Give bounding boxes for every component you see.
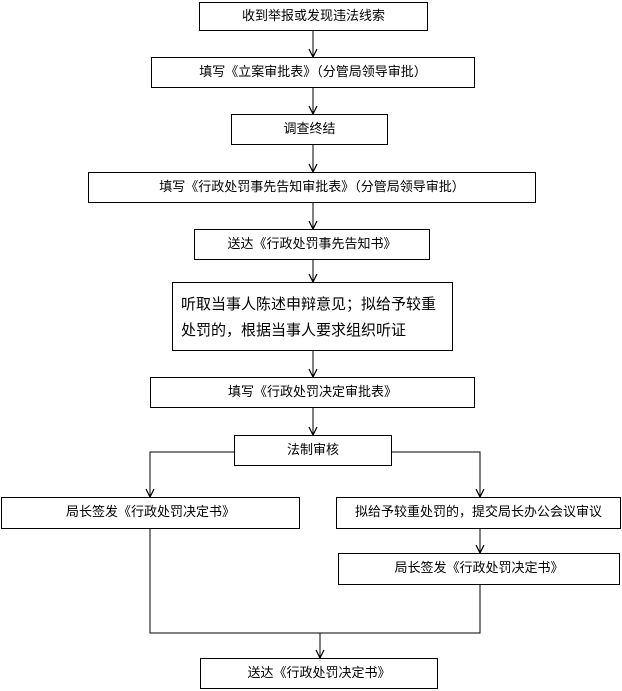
node-investigation-end: 调查终结 — [231, 114, 388, 145]
node-fill-case-approval: 填写《立案审批表》（分管局领导审批） — [151, 57, 475, 88]
node-director-sign-right: 局长签发《行政处罚决定书》 — [338, 553, 620, 585]
node-legal-review: 法制审核 — [234, 435, 392, 466]
node-director-sign-left: 局长签发《行政处罚决定书》 — [1, 497, 300, 529]
node-fill-notice-approval: 填写《行政处罚事先告知审批表》（分管局领导审批） — [88, 172, 536, 203]
node-receive-report: 收到举报或发现违法线索 — [199, 2, 428, 31]
node-propose-meeting: 拟给予较重处罚的，提交局长办公会议审议 — [336, 497, 621, 529]
branch-left — [150, 451, 234, 497]
branch-right — [392, 451, 480, 497]
node-fill-decision-approval: 填写《行政处罚决定审批表》 — [150, 377, 475, 408]
merge-right — [320, 585, 481, 634]
node-send-notice: 送达《行政处罚事先告知书》 — [194, 229, 430, 260]
node-send-decision: 送达《行政处罚决定书》 — [200, 658, 438, 689]
node-hearing: 听取当事人陈述申辩意见；拟给予较重处罚的，根据当事人要求组织听证 — [172, 282, 453, 351]
merge-left — [149, 529, 320, 634]
